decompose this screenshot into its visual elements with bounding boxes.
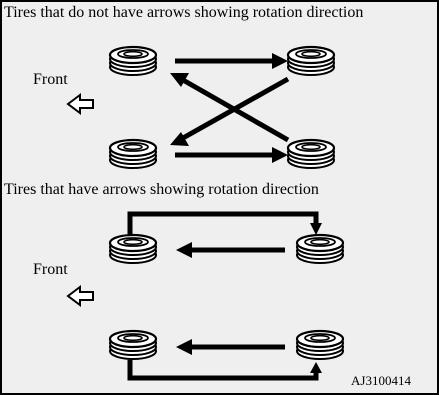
heading-directional: Tires that have arrows showing rotation … (4, 181, 319, 198)
heading-nondirectional: Tires that do not have arrows showing ro… (4, 4, 364, 21)
tire-icon (286, 138, 336, 170)
arrow-front-left-to-front-right (175, 53, 288, 69)
figure-code: AJ3100414 (351, 373, 411, 388)
arrow-bottom-bracket-left-to-right (127, 360, 322, 381)
tire-icon (108, 138, 158, 170)
arrow-top-bracket-left-to-right (127, 211, 322, 235)
hollow-left-arrow-icon (67, 286, 94, 306)
tire-icon (108, 233, 158, 265)
front-label-directional: Front (33, 261, 68, 278)
tire-icon (295, 233, 345, 265)
hollow-left-arrow-icon (67, 94, 94, 114)
arrow-rear-left-to-rear-right (175, 147, 288, 163)
tire-icon (295, 329, 345, 361)
front-label-nondirectional: Front (33, 71, 68, 88)
tire-icon (286, 45, 336, 77)
tire-icon (108, 329, 158, 361)
arrow-rear-right-to-front-left (170, 73, 290, 143)
arrow-front-right-to-rear-left (170, 76, 290, 146)
tire-icon (108, 45, 158, 77)
arrow-rear-right-to-rear-left (176, 339, 285, 355)
arrow-front-right-to-front-left (176, 242, 285, 258)
